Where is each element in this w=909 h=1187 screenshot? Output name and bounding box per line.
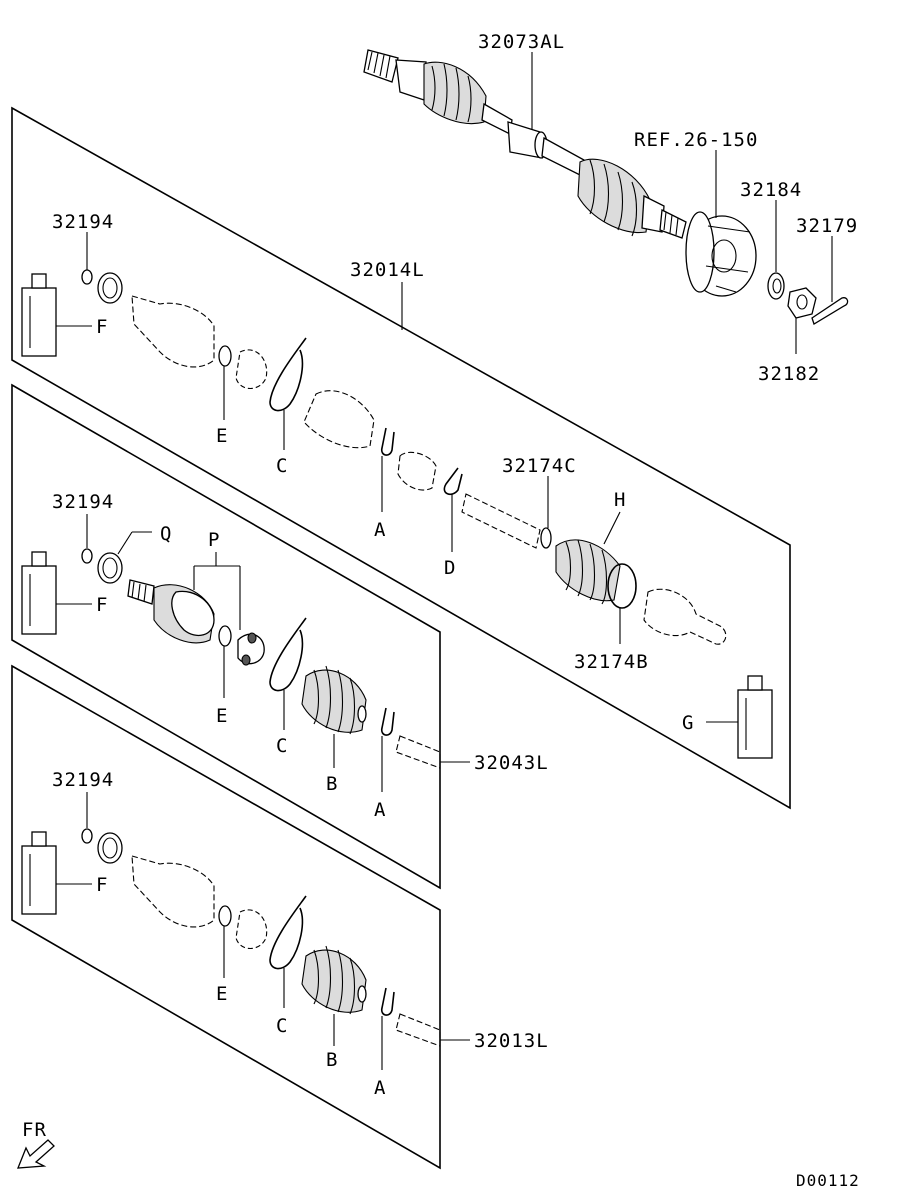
label-A-3: A: [374, 1077, 386, 1099]
damper-1: [397, 451, 437, 491]
tripod-spider-P: [237, 632, 265, 666]
boot-band-C-1: [269, 337, 307, 412]
label-G-1: G: [682, 712, 694, 734]
grease-tube-G: [737, 675, 773, 759]
label-32182: 32182: [758, 363, 820, 385]
label-H-1: H: [614, 489, 626, 511]
front-arrow-icon: [17, 1139, 55, 1169]
label-F-3: F: [96, 874, 108, 896]
label-F-2: F: [96, 594, 108, 616]
label-32194-3: 32194: [52, 769, 114, 791]
boot-band-32174B: [607, 563, 637, 609]
label-32174C: 32174C: [502, 455, 577, 477]
label-32013L: 32013L: [474, 1030, 549, 1052]
outboard-shaft: [461, 493, 541, 549]
label-32194-2: 32194: [52, 491, 114, 513]
clip-A-3: [380, 987, 395, 1016]
snap-ring-32194-3: [81, 828, 93, 844]
label-E-1: E: [216, 425, 228, 447]
outboard-boot-H: [555, 539, 621, 602]
boot-B-2: [301, 665, 367, 735]
drive-shaft-assembly: [363, 49, 687, 239]
diagram-code: D00112: [796, 1171, 860, 1187]
label-32194-1: 32194: [52, 211, 114, 233]
panel-32013L: [11, 664, 441, 1170]
label-B-3: B: [326, 1049, 338, 1071]
hub-flange: [685, 211, 757, 297]
grease-tube-F-3: [21, 831, 57, 915]
label-32174B: 32174B: [574, 651, 649, 673]
boot-1: [303, 390, 375, 449]
panel-32014L: [11, 106, 791, 810]
label-ref-26-150: REF.26-150: [634, 129, 758, 151]
outer-joint: [643, 588, 727, 645]
label-A-2: A: [374, 799, 386, 821]
boot-band-C-2: [269, 617, 307, 692]
inner-joint-housing-3: [131, 855, 215, 928]
label-32179: 32179: [796, 215, 858, 237]
label-E-2: E: [216, 705, 228, 727]
clip-A-2: [380, 707, 395, 736]
nut-32182: [787, 287, 817, 319]
label-C-3: C: [276, 1015, 288, 1037]
label-F-1: F: [96, 316, 108, 338]
cotter-pin-32179: [811, 297, 849, 325]
washer-32184: [767, 272, 785, 300]
label-A-1: A: [374, 519, 386, 541]
snap-ring-32194-2: [81, 548, 93, 564]
grease-tube-F-2: [21, 551, 57, 635]
inner-joint-housing-1: [131, 295, 215, 368]
label-D-1: D: [444, 557, 456, 579]
panel-32043L: [11, 383, 441, 890]
boot-band-C-3: [269, 895, 307, 970]
label-32014L: 32014L: [350, 259, 425, 281]
snap-ring-32194-1: [81, 269, 93, 285]
grease-tube-F-1: [21, 273, 57, 357]
boot-B-3: [301, 945, 367, 1015]
label-32043L: 32043L: [474, 752, 549, 774]
label-32073AL: 32073AL: [478, 31, 565, 53]
inner-joint-housing-2: [127, 579, 215, 644]
label-32184: 32184: [740, 179, 802, 201]
front-label: FR: [22, 1119, 47, 1141]
clip-D-1: [443, 467, 463, 496]
clip-A-1: [380, 427, 395, 456]
label-P-2: P: [208, 529, 220, 551]
label-Q-2: Q: [160, 523, 172, 545]
label-C-1: C: [276, 455, 288, 477]
label-B-2: B: [326, 773, 338, 795]
label-E-3: E: [216, 983, 228, 1005]
ring-Q: [97, 552, 123, 584]
label-C-2: C: [276, 735, 288, 757]
